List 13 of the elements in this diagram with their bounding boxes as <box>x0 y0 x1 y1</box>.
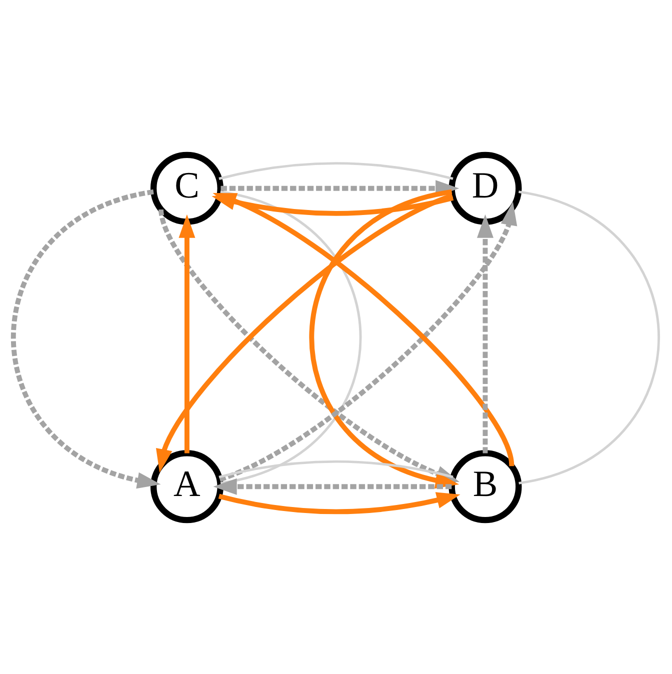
connector <box>220 190 362 484</box>
connector <box>518 190 660 484</box>
node-circle: C <box>150 151 224 224</box>
node-circle: A <box>150 450 224 523</box>
arrow <box>213 478 452 494</box>
arrow <box>178 214 196 453</box>
arrow <box>476 214 494 453</box>
connector <box>218 460 454 478</box>
node-circle: D <box>448 151 522 224</box>
connector <box>218 162 454 180</box>
node-circle: B <box>448 450 522 523</box>
arrow <box>11 188 161 488</box>
arrow <box>218 492 460 514</box>
